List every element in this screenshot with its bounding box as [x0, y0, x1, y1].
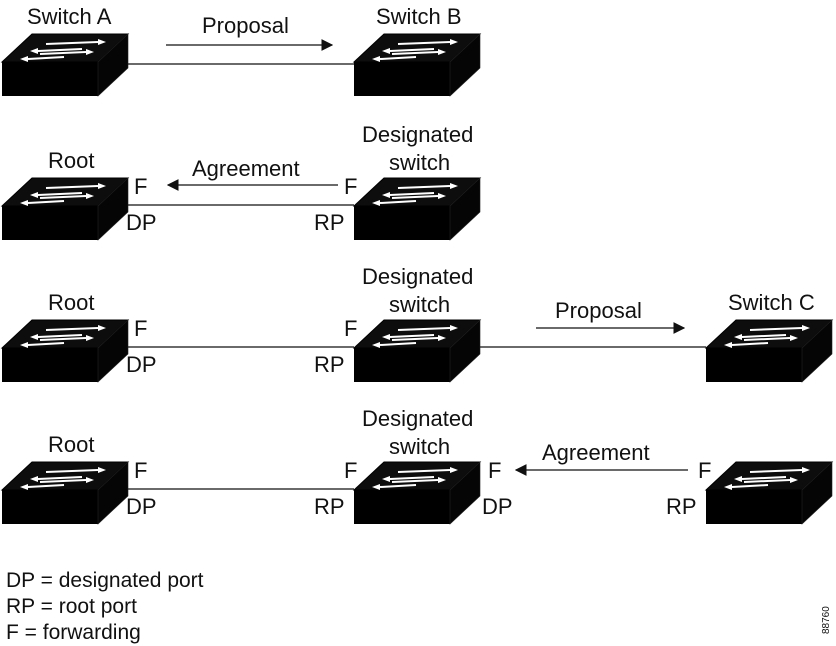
designated-left-port-state: F — [344, 458, 357, 483]
switch-b — [353, 33, 481, 97]
designated-port-role: RP — [314, 352, 345, 377]
root-switch — [1, 177, 129, 241]
designated-port-state: F — [344, 316, 357, 341]
legend-rp: RP = root port — [6, 595, 137, 618]
root-port-state: F — [134, 174, 147, 199]
network-switch-icon — [353, 33, 481, 97]
network-switch-icon — [353, 461, 481, 525]
figure-number: 88760 — [821, 606, 832, 634]
network-switch-icon — [353, 177, 481, 241]
root-port-role: DP — [126, 494, 157, 519]
root-label: Root — [48, 432, 94, 457]
designated-left-port-role: RP — [314, 494, 345, 519]
switch-c-port-state: F — [698, 458, 711, 483]
designated-right-port-role: DP — [482, 494, 513, 519]
legend-f: F = forwarding — [6, 621, 141, 644]
network-switch-icon — [1, 461, 129, 525]
designated-label-line1: Designated — [362, 122, 473, 147]
network-switch-icon — [353, 319, 481, 383]
switch-a-label: Switch A — [27, 4, 112, 29]
root-label: Root — [48, 290, 94, 315]
network-switch-icon — [1, 319, 129, 383]
switch-c-port-role: RP — [666, 494, 697, 519]
network-switch-icon — [1, 33, 129, 97]
agreement-label: Agreement — [542, 440, 650, 465]
proposal-label: Proposal — [202, 13, 289, 38]
designated-label-line2: switch — [389, 434, 450, 459]
legend-dp: DP = designated port — [6, 569, 204, 592]
switch-c — [705, 461, 833, 525]
row1: Switch A Switch B Proposal — [1, 4, 481, 97]
designated-port-state: F — [344, 174, 357, 199]
network-switch-icon — [705, 319, 833, 383]
root-switch — [1, 461, 129, 525]
designated-switch — [353, 319, 481, 383]
designated-switch — [353, 461, 481, 525]
root-switch — [1, 319, 129, 383]
designated-label-line1: Designated — [362, 406, 473, 431]
switch-b-label: Switch B — [376, 4, 462, 29]
designated-label-line1: Designated — [362, 264, 473, 289]
designated-label-line2: switch — [389, 292, 450, 317]
network-switch-icon — [705, 461, 833, 525]
switch-c-label: Switch C — [728, 290, 815, 315]
row3: Root Designated switch Switch C Proposal… — [1, 264, 833, 383]
row4: Root Designated switch Agreement F DP F … — [1, 406, 833, 525]
root-port-role: DP — [126, 352, 157, 377]
proposal-label: Proposal — [555, 298, 642, 323]
designated-label-line2: switch — [389, 150, 450, 175]
root-port-state: F — [134, 458, 147, 483]
legend: DP = designated port RP = root port F = … — [6, 569, 204, 644]
switch-a — [1, 33, 129, 97]
designated-right-port-state: F — [488, 458, 501, 483]
agreement-label: Agreement — [192, 156, 300, 181]
row2: Root Designated switch Agreement F DP F … — [1, 122, 481, 241]
root-label: Root — [48, 148, 94, 173]
designated-port-role: RP — [314, 210, 345, 235]
root-port-role: DP — [126, 210, 157, 235]
root-port-state: F — [134, 316, 147, 341]
switch-c — [705, 319, 833, 383]
network-switch-icon — [1, 177, 129, 241]
designated-switch — [353, 177, 481, 241]
